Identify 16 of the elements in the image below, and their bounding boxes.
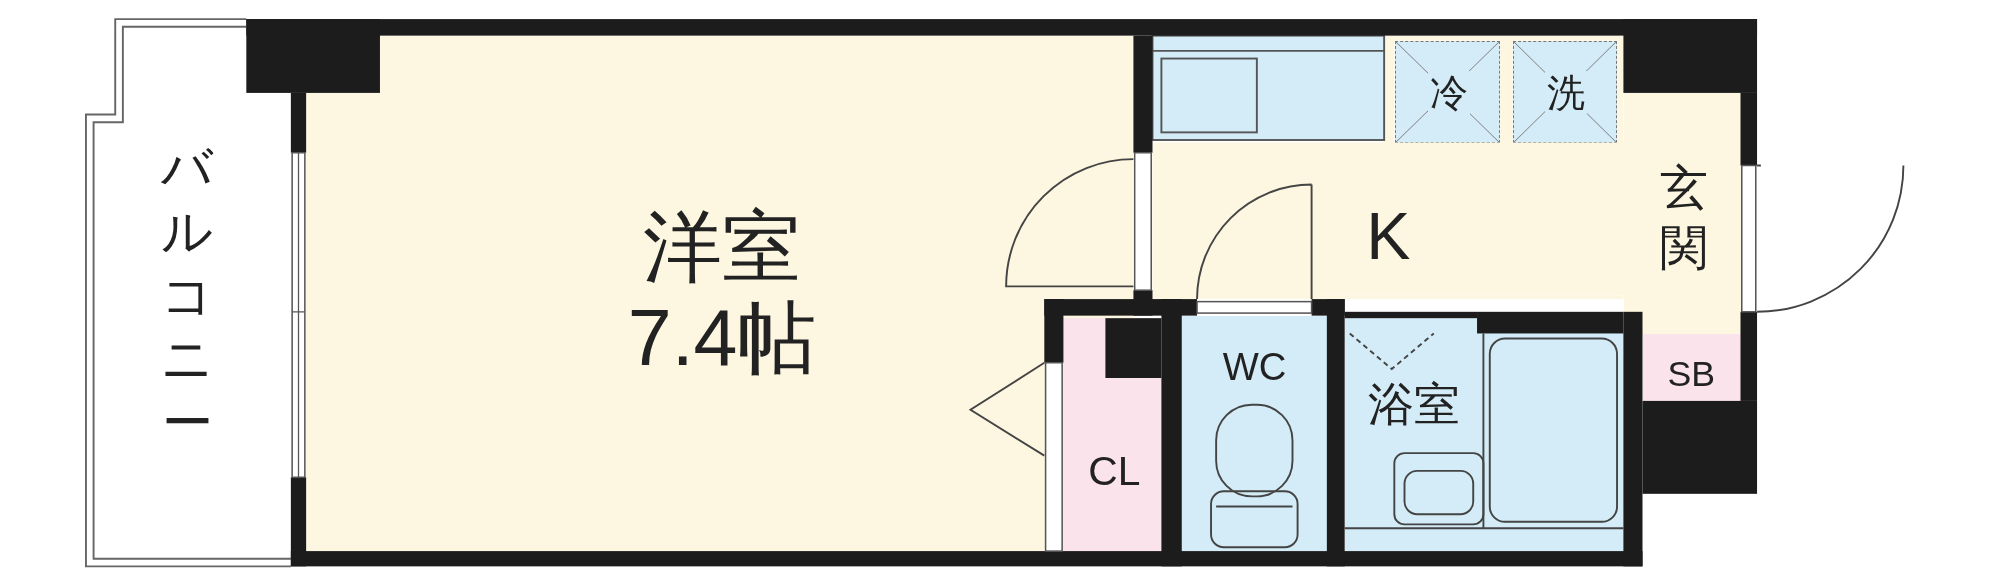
storage-area — [1642, 333, 1741, 402]
appliance-label: 冷 — [1428, 70, 1471, 115]
room-label: WC — [1222, 344, 1287, 389]
room-label: K — [1366, 197, 1411, 274]
appliance-label: 洗 — [1545, 70, 1588, 115]
bathroom-area — [1344, 315, 1624, 552]
room-label: SB — [1667, 353, 1716, 395]
room-label: 浴室 — [1367, 378, 1460, 432]
room-label: 洋室7.4帖 — [626, 202, 818, 384]
appliance-space — [1394, 40, 1501, 143]
room-label: CL — [1088, 447, 1141, 495]
room-label: バルコニー — [160, 138, 214, 453]
toilet-room — [1181, 315, 1328, 552]
entrance-area — [1623, 92, 1741, 334]
room-label: 玄関 — [1658, 158, 1709, 276]
appliance-space — [1513, 40, 1618, 143]
